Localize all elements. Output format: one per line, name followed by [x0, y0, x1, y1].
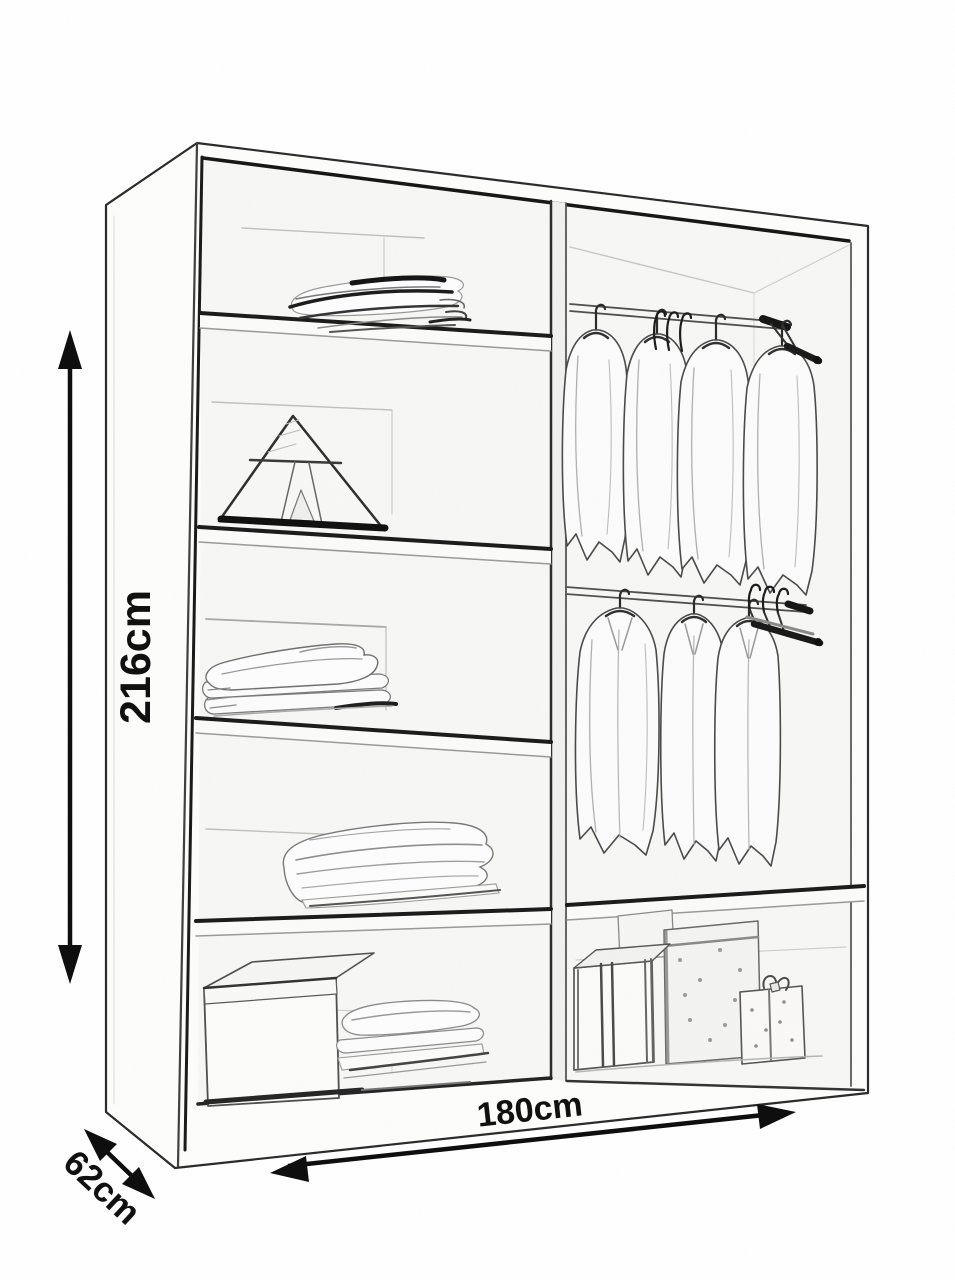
sketch-canvas: 216cm 180cm 62cm	[0, 0, 955, 1280]
paper-grain-overlay	[0, 0, 955, 1280]
wardrobe-dimension-sketch: 216cm 180cm 62cm	[0, 0, 955, 1280]
